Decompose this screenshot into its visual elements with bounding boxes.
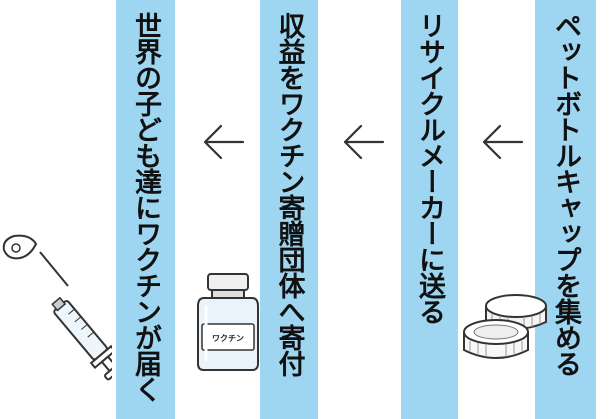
- step-donate-proceeds: 収益をワクチン寄贈団体へ寄付: [260, 0, 318, 419]
- vaccine-vial-icon: ワクチン: [197, 273, 259, 371]
- step-send-to-recycler: リサイクルメーカーに送る: [401, 0, 458, 419]
- step-label: リサイクルメーカーに送る: [414, 12, 445, 324]
- left-arrow-icon: [482, 124, 524, 160]
- bottle-caps-icon: [463, 294, 547, 359]
- step-label: 収益をワクチン寄贈団体へ寄付: [273, 12, 305, 376]
- step-label: ペットボトルキャップを集める: [550, 12, 581, 376]
- step-label: 世界の子ども達にワクチンが届く: [130, 12, 161, 402]
- step-collect-caps: ペットボトルキャップを集める: [535, 0, 596, 419]
- syringe-icon: [2, 234, 112, 381]
- left-arrow-icon: [203, 124, 245, 160]
- vial-label: ワクチン: [212, 333, 244, 343]
- step-vaccines-delivered: 世界の子ども達にワクチンが届く: [116, 0, 175, 419]
- left-arrow-icon: [343, 124, 385, 160]
